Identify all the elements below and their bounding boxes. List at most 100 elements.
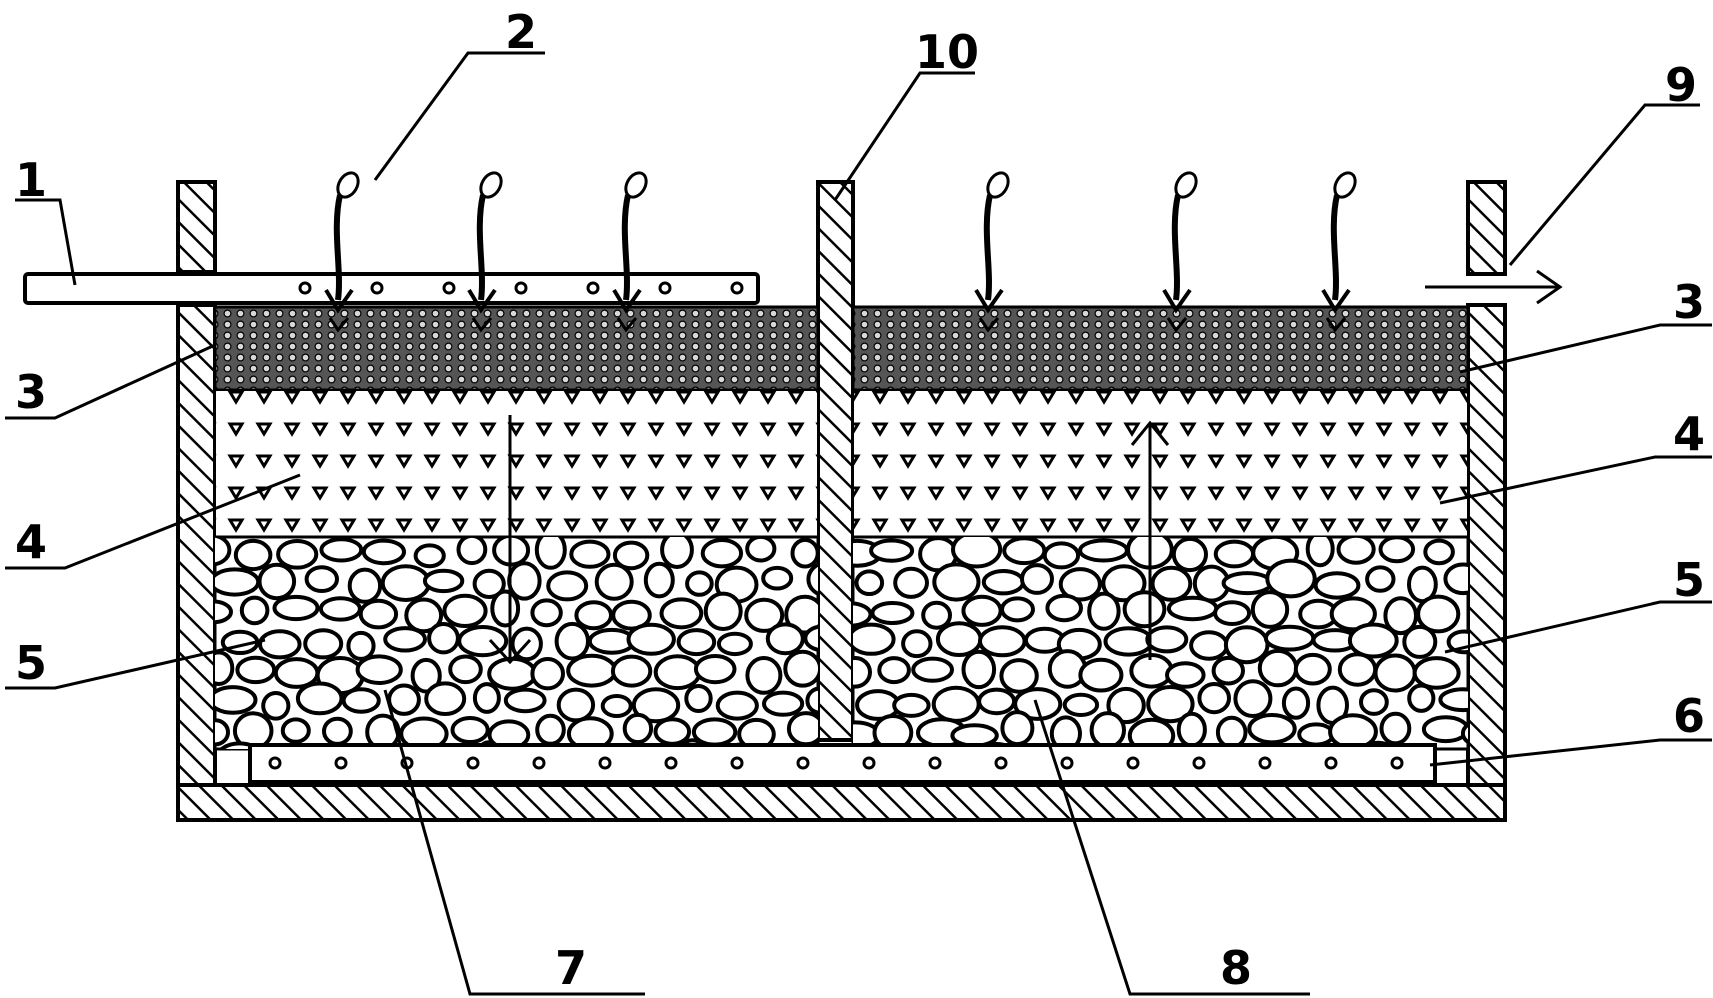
gravel-stone: [594, 562, 634, 601]
gravel-stone: [762, 690, 805, 717]
gravel-stone: [700, 538, 744, 569]
gravel-stone: [1087, 591, 1121, 631]
label-layer-middle-right: 4: [1673, 407, 1705, 461]
pipe-hole: [1126, 756, 1140, 770]
gravel-stone: [361, 538, 406, 566]
gravel-stone: [566, 653, 618, 688]
gravel-stone: [935, 621, 983, 657]
gravel-stone: [1313, 571, 1361, 600]
gravel-stone: [318, 596, 362, 622]
label-layer-bottom-left: 5: [15, 636, 47, 690]
plant-icon: [612, 171, 648, 333]
gravel-stone: [215, 685, 258, 715]
gravel-stone: [1423, 538, 1455, 566]
pipe-hole: [466, 756, 480, 770]
gravel-stone: [1213, 539, 1256, 569]
gravel-stone: [472, 682, 501, 714]
gravel-stone: [399, 716, 449, 749]
gravel-stone: [1165, 661, 1206, 689]
gravel-stone: [703, 591, 743, 631]
gravel-stone: [1402, 624, 1438, 659]
gravel-stone: [659, 597, 704, 630]
gravel-stone: [1078, 657, 1124, 693]
gravel-stone: [684, 684, 713, 713]
pipe-hole: [994, 756, 1008, 770]
gravel-stone: [1438, 687, 1468, 713]
gravel-stone: [215, 650, 235, 686]
gravel-stone: [1145, 625, 1189, 654]
gravel-stone: [660, 537, 694, 569]
gravel-stone: [1281, 686, 1311, 720]
gravel-stone: [257, 562, 297, 601]
pipe-hole: [730, 756, 744, 770]
gravel-stone: [569, 539, 611, 569]
bottom-wall: [176, 783, 1507, 822]
gravel-stone: [1189, 630, 1229, 661]
leader-2: [373, 51, 545, 181]
gravel-stone: [869, 538, 915, 563]
pipe-hole: [586, 281, 600, 295]
gravel-stone: [653, 654, 702, 691]
gravel-stone: [872, 714, 914, 749]
gravel-stone: [404, 597, 444, 634]
label-outlet: 9: [1665, 58, 1697, 112]
gravel-stone: [341, 687, 381, 714]
bottom-perforated-pipe: [248, 743, 1437, 784]
gravel-stone: [1150, 565, 1193, 602]
gravel-stone: [892, 692, 931, 718]
pipe-hole: [730, 281, 744, 295]
gravel-stone: [1058, 567, 1102, 602]
gravel-stone: [786, 711, 818, 747]
pipe-hole: [1390, 756, 1404, 770]
gravel-stone: [422, 568, 465, 594]
gravel-stone: [951, 537, 1003, 569]
gravel-stone: [239, 595, 270, 626]
leader-5-left: [5, 638, 266, 690]
gravel-stone: [304, 565, 339, 593]
leader-10: [833, 71, 975, 201]
label-inlet-pipe: 1: [15, 153, 47, 207]
gravel-stone: [1089, 711, 1126, 749]
gravel-stone: [530, 657, 566, 691]
label-layer-bottom-right: 5: [1673, 553, 1705, 607]
leader-6: [1429, 738, 1712, 767]
gravel-stone: [631, 687, 681, 724]
gravel-stone: [215, 599, 233, 625]
gravel-stone: [347, 567, 383, 604]
gravel-stone: [676, 628, 717, 657]
gravel-stone: [1407, 683, 1436, 713]
leader-9: [1508, 103, 1700, 266]
gravel-stone: [1297, 722, 1336, 747]
gravel-stone: [1265, 558, 1317, 599]
gravel-stone: [911, 656, 954, 683]
plant-icon: [974, 171, 1010, 333]
pipe-hole: [370, 281, 384, 295]
gravel-stone: [303, 628, 344, 660]
gravel-stone: [961, 649, 997, 690]
gravel-stone: [716, 631, 753, 657]
gravel-stone: [215, 537, 232, 567]
gravel-stone: [870, 601, 915, 625]
gravel-stone: [685, 570, 714, 597]
gravel-stone: [1247, 713, 1297, 745]
left-wall-top: [176, 180, 217, 274]
gravel-stone: [977, 687, 1017, 716]
gravel-stone: [1412, 656, 1461, 690]
gravel-stone: [790, 537, 818, 569]
gravel-stone: [456, 537, 488, 566]
gravel-stone: [1176, 711, 1207, 748]
gravel-stone: [358, 598, 399, 630]
gravel-stone: [1421, 715, 1468, 744]
gravel-stone: [566, 716, 614, 749]
plant-icon: [1321, 171, 1357, 333]
gravel-stone: [1002, 537, 1047, 566]
gravel-stone: [877, 656, 911, 685]
gravel-stone: [1378, 537, 1416, 564]
gravel-stone: [1122, 590, 1167, 629]
plant-icon: [467, 171, 503, 333]
gravel-stone: [626, 622, 676, 656]
gravel-stone: [921, 600, 952, 630]
plant-icon: [1162, 171, 1198, 333]
gravel-stone: [853, 601, 873, 628]
